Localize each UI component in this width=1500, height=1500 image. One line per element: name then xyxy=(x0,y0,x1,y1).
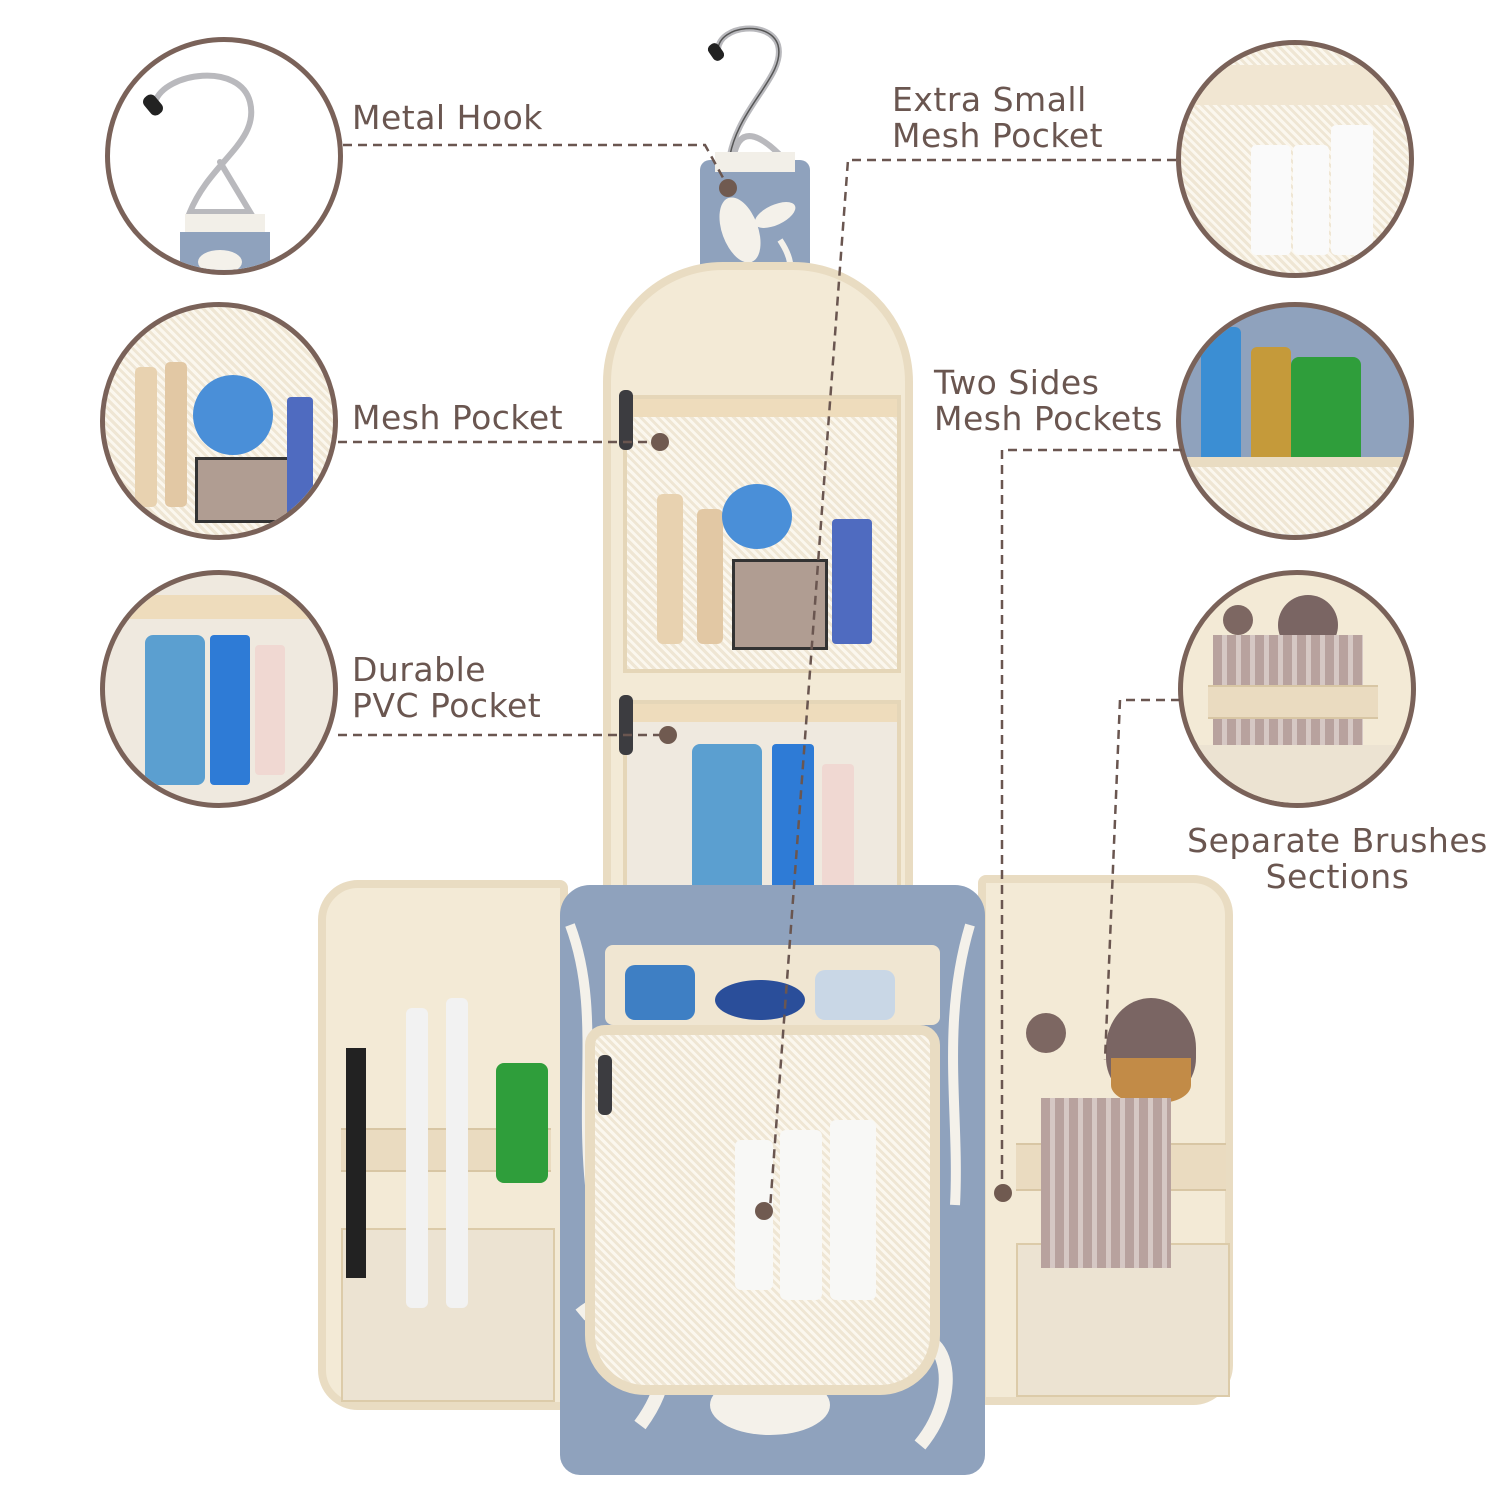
label-extra-small-mesh-pocket: Extra Small Mesh Pocket xyxy=(892,80,1104,155)
zipper-pull-icon xyxy=(619,695,633,755)
label-mesh-pocket: Mesh Pocket xyxy=(352,398,564,437)
upper-flap xyxy=(603,262,913,904)
hook-icon xyxy=(707,25,785,179)
zipper-pull-icon xyxy=(598,1055,612,1115)
label-metal-hook: Metal Hook xyxy=(352,98,543,137)
hook-icon xyxy=(143,72,270,270)
side-mesh-closeup xyxy=(1176,302,1414,540)
label-separate-brushes-sections: Separate Brushes Sections xyxy=(1187,821,1488,896)
pvc-pocket-closeup xyxy=(100,570,338,808)
mesh-pocket-panel xyxy=(623,395,901,673)
label-two-sides-mesh-pockets: Two Sides Mesh Pockets xyxy=(934,363,1163,438)
zipper-pull-icon xyxy=(619,390,633,450)
center-body xyxy=(560,885,985,1475)
brushes-closeup xyxy=(1178,570,1416,808)
metal-hook-closeup xyxy=(105,37,343,275)
right-wing-panel xyxy=(978,875,1233,1405)
pvc-pocket-panel xyxy=(623,700,901,904)
mesh-pocket-closeup xyxy=(100,302,338,540)
small-mesh-closeup xyxy=(1176,40,1414,278)
front-mesh-pocket xyxy=(585,1025,940,1395)
label-durable-pvc-pocket: Durable PVC Pocket xyxy=(352,650,542,725)
left-wing-panel xyxy=(318,880,568,1410)
